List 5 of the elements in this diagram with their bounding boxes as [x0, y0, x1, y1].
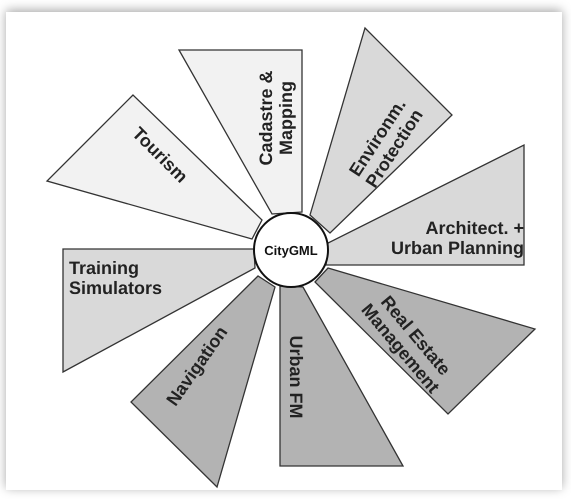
segment-label: Cadastre & Mapping — [256, 70, 296, 166]
segment-label: Architect. + Urban Planning — [390, 218, 524, 258]
segment-label: Urban FM — [286, 334, 306, 420]
center-label: CityGML — [264, 242, 318, 258]
segment-label: Training Simulators — [69, 258, 164, 298]
